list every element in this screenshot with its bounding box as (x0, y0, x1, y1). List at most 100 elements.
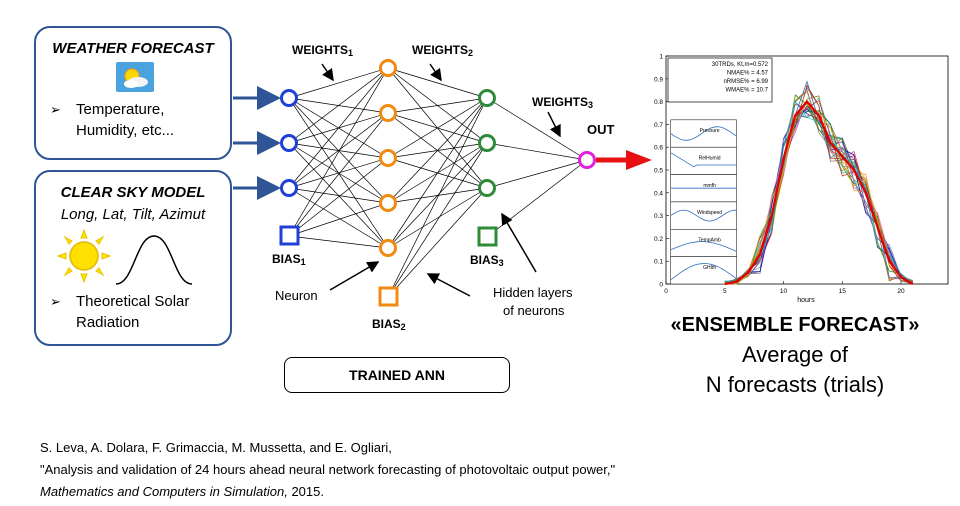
sun-icon (56, 228, 112, 284)
bias1-node (279, 225, 300, 246)
ensemble-line1: Average of (741, 342, 848, 367)
connection-41 (486, 159, 588, 238)
input-plot-5 (670, 256, 737, 285)
input-plot-line-1 (670, 152, 737, 168)
clear-sky-subtitle: Long, Lat, Tilt, Azimut (60, 206, 206, 223)
connection-37 (387, 187, 488, 298)
reference-title: "Analysis and validation of 24 hours ahe… (40, 462, 616, 477)
input-plot-label-3: Windspeed (697, 210, 722, 216)
chart-stat-3: WMAE% = 10.7 (725, 88, 768, 94)
hidden1-neuron-1 (379, 59, 397, 77)
solar-curve-icon (115, 235, 193, 285)
bias3-label: BIAS3 (470, 253, 504, 268)
connection-17 (288, 157, 389, 237)
weather-forecast-box: WEATHER FORECAST ➢ Temperature, Humidity… (34, 26, 232, 160)
connection-20 (387, 67, 488, 99)
input-plot-line-5 (670, 263, 737, 281)
connection-5 (288, 67, 389, 144)
x-axis-label: hours (797, 297, 815, 304)
y-tick-label-10: 1 (659, 54, 663, 61)
input-plot-0 (670, 119, 737, 148)
bias2-node (378, 286, 399, 307)
bullet-arrow-icon: ➢ (50, 294, 61, 309)
connection-38 (486, 97, 588, 161)
y-tick-label-3: 0.3 (654, 213, 663, 220)
x-tick-label-3: 15 (839, 288, 847, 295)
connection-18 (288, 202, 389, 237)
connection-19 (288, 235, 389, 249)
weights2-label: WEIGHTS2 (412, 43, 473, 58)
clear-sky-title: CLEAR SKY MODEL (60, 184, 206, 201)
input-plot-line-4 (670, 241, 737, 252)
x-tick-label-4: 20 (897, 288, 905, 295)
weather-icon (116, 62, 154, 92)
input-plot-label-1: RelHumid (699, 156, 721, 162)
hidden-pointer-2 (501, 212, 537, 273)
stats-box (667, 57, 773, 103)
input-plot-label-5: GHIth (703, 265, 716, 271)
input-plot-label-0: Pressure (700, 128, 720, 134)
x-tick-label-0: 0 (664, 288, 668, 295)
weather-bullet-line2: Humidity, etc... (76, 122, 175, 139)
reference-year: 2015. (287, 484, 324, 499)
connection-13 (288, 187, 389, 204)
input-neuron-2 (280, 134, 298, 152)
x-tick-label-1: 5 (723, 288, 727, 295)
connection-33 (387, 142, 488, 249)
chart-stat-2: nRMSE% = 6.99 (723, 79, 768, 85)
y-tick-label-0: 0 (659, 282, 663, 289)
input-plot-1 (670, 146, 737, 175)
y-tick-label-5: 0.5 (654, 168, 663, 175)
connection-35 (387, 97, 488, 298)
input-plot-4 (670, 229, 737, 257)
connection-16 (288, 112, 389, 237)
ann-diagram: WEIGHTS1 WEIGHTS2 WEIGHTS3 OUT BIAS1 BIA… (233, 43, 652, 332)
connection-40 (486, 159, 588, 189)
x-tick-label-2: 10 (780, 288, 788, 295)
weather-forecast-title: WEATHER FORECAST (52, 40, 214, 57)
input-plot-label-4: TempAmb (698, 238, 721, 244)
ensemble-line2: N forecasts (trials) (705, 372, 885, 397)
hidden-label-2: of neurons (503, 303, 565, 318)
hidden1-neuron-3 (379, 149, 397, 167)
bullet-arrow-icon: ➢ (50, 102, 61, 117)
hidden2-neuron-3 (478, 179, 496, 197)
output-neuron (578, 151, 596, 169)
weights1-label: WEIGHTS1 (292, 43, 353, 58)
input-neuron-1 (280, 89, 298, 107)
ann-nodes (280, 59, 596, 257)
y-tick-label-4: 0.4 (654, 190, 663, 197)
weights3-label: WEIGHTS3 (532, 95, 593, 110)
connection-29 (387, 97, 488, 204)
ensemble-trial-19 (724, 102, 913, 285)
connection-15 (288, 67, 389, 237)
bias3-node (477, 226, 498, 247)
hidden2-neuron-1 (478, 89, 496, 107)
connection-39 (486, 142, 588, 161)
neuron-label: Neuron (275, 288, 318, 303)
clear-sky-box: CLEAR SKY MODEL Long, Lat, Tilt, Azimut … (34, 170, 232, 346)
bias1-label: BIAS1 (272, 252, 306, 267)
weights1-pointer (321, 63, 334, 82)
connection-0 (288, 67, 389, 99)
ensemble-title: «ENSEMBLE FORECAST» (670, 314, 920, 336)
neuron-pointer (329, 261, 380, 291)
input-neuron-3 (280, 179, 298, 197)
chart-ensemble-lines (724, 80, 914, 286)
chart-stat-0: 30TRDs, Kt,m=0.572 (712, 62, 769, 68)
input-plot-line-3 (670, 209, 737, 222)
hidden-label-1: Hidden layers (493, 285, 573, 300)
hidden1-neuron-5 (379, 239, 397, 257)
chart-stat-1: NMAE% = 4.57 (727, 71, 769, 77)
y-tick-label-8: 0.8 (654, 99, 663, 106)
input-plot-label-2: mmfh (703, 183, 716, 189)
clear-sky-bullet-line1: Theoretical Solar (76, 293, 190, 310)
hidden1-neuron-2 (379, 104, 397, 122)
bias2-label: BIAS2 (372, 317, 406, 332)
hidden2-neuron-2 (478, 134, 496, 152)
connection-11 (288, 112, 389, 189)
clear-sky-bullet-line2: Radiation (76, 314, 140, 331)
